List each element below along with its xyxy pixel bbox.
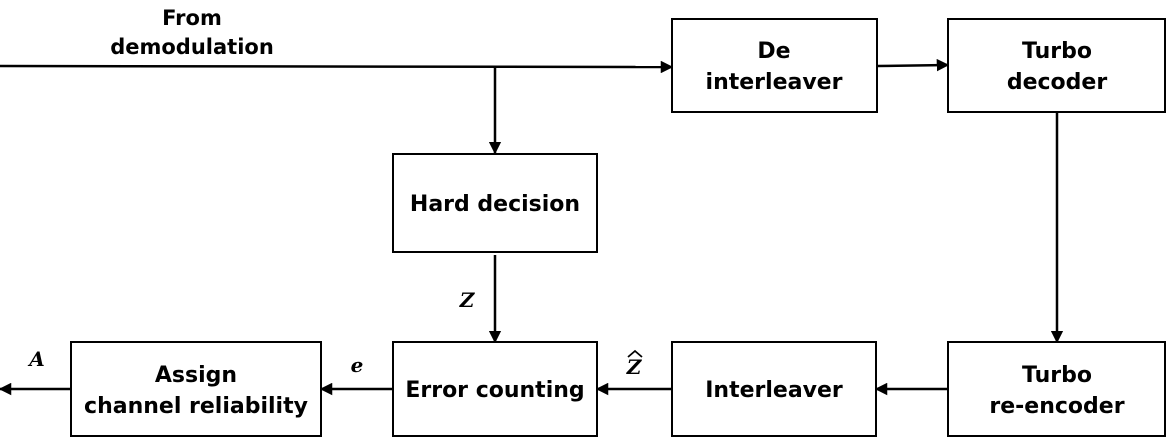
input-line: [0, 60, 674, 74]
deinterleaver-to-decoder-arrow: [876, 58, 950, 72]
turbo-decoder-label-line2: decoder: [1007, 70, 1107, 95]
signal-e-label: e: [351, 353, 364, 377]
error-counting-block: Error counting: [392, 341, 598, 437]
interleaver-label: Interleaver: [705, 378, 843, 403]
signal-a-label: A: [27, 347, 45, 371]
assign-reliability-label-line2: channel reliability: [84, 394, 308, 419]
hard-decision-block: Hard decision: [392, 153, 598, 253]
hat-accent-icon: [627, 349, 643, 358]
turbo-decoder-block: Turbo decoder: [947, 18, 1166, 113]
turbo-decoder-label-line1: Turbo: [1022, 39, 1092, 64]
turbo-reencoder-block: Turbo re-encoder: [947, 341, 1166, 437]
assign-reliability-label-line1: Assign: [155, 363, 237, 388]
turbo-reencoder-label-line1: Turbo: [1022, 363, 1092, 388]
error-counting-label: Error counting: [405, 378, 584, 403]
signal-z-hat-text: Z: [626, 355, 643, 379]
assign-reliability-block: Assign channel reliability: [70, 341, 322, 437]
turbo-reencoder-label-line2: re-encoder: [989, 394, 1124, 419]
interleaver-block: Interleaver: [671, 341, 877, 437]
signal-z-label: Z: [459, 288, 476, 312]
deinterleaver-label-line2: interleaver: [706, 70, 843, 95]
source-label-line1: From: [162, 6, 222, 30]
signal-z-hat-label: Z: [626, 349, 643, 379]
deinterleaver-block: De interleaver: [671, 18, 878, 113]
hard-decision-label: Hard decision: [410, 192, 580, 217]
deinterleaver-label-line1: De: [757, 39, 790, 64]
source-label-line2: demodulation: [110, 35, 274, 59]
